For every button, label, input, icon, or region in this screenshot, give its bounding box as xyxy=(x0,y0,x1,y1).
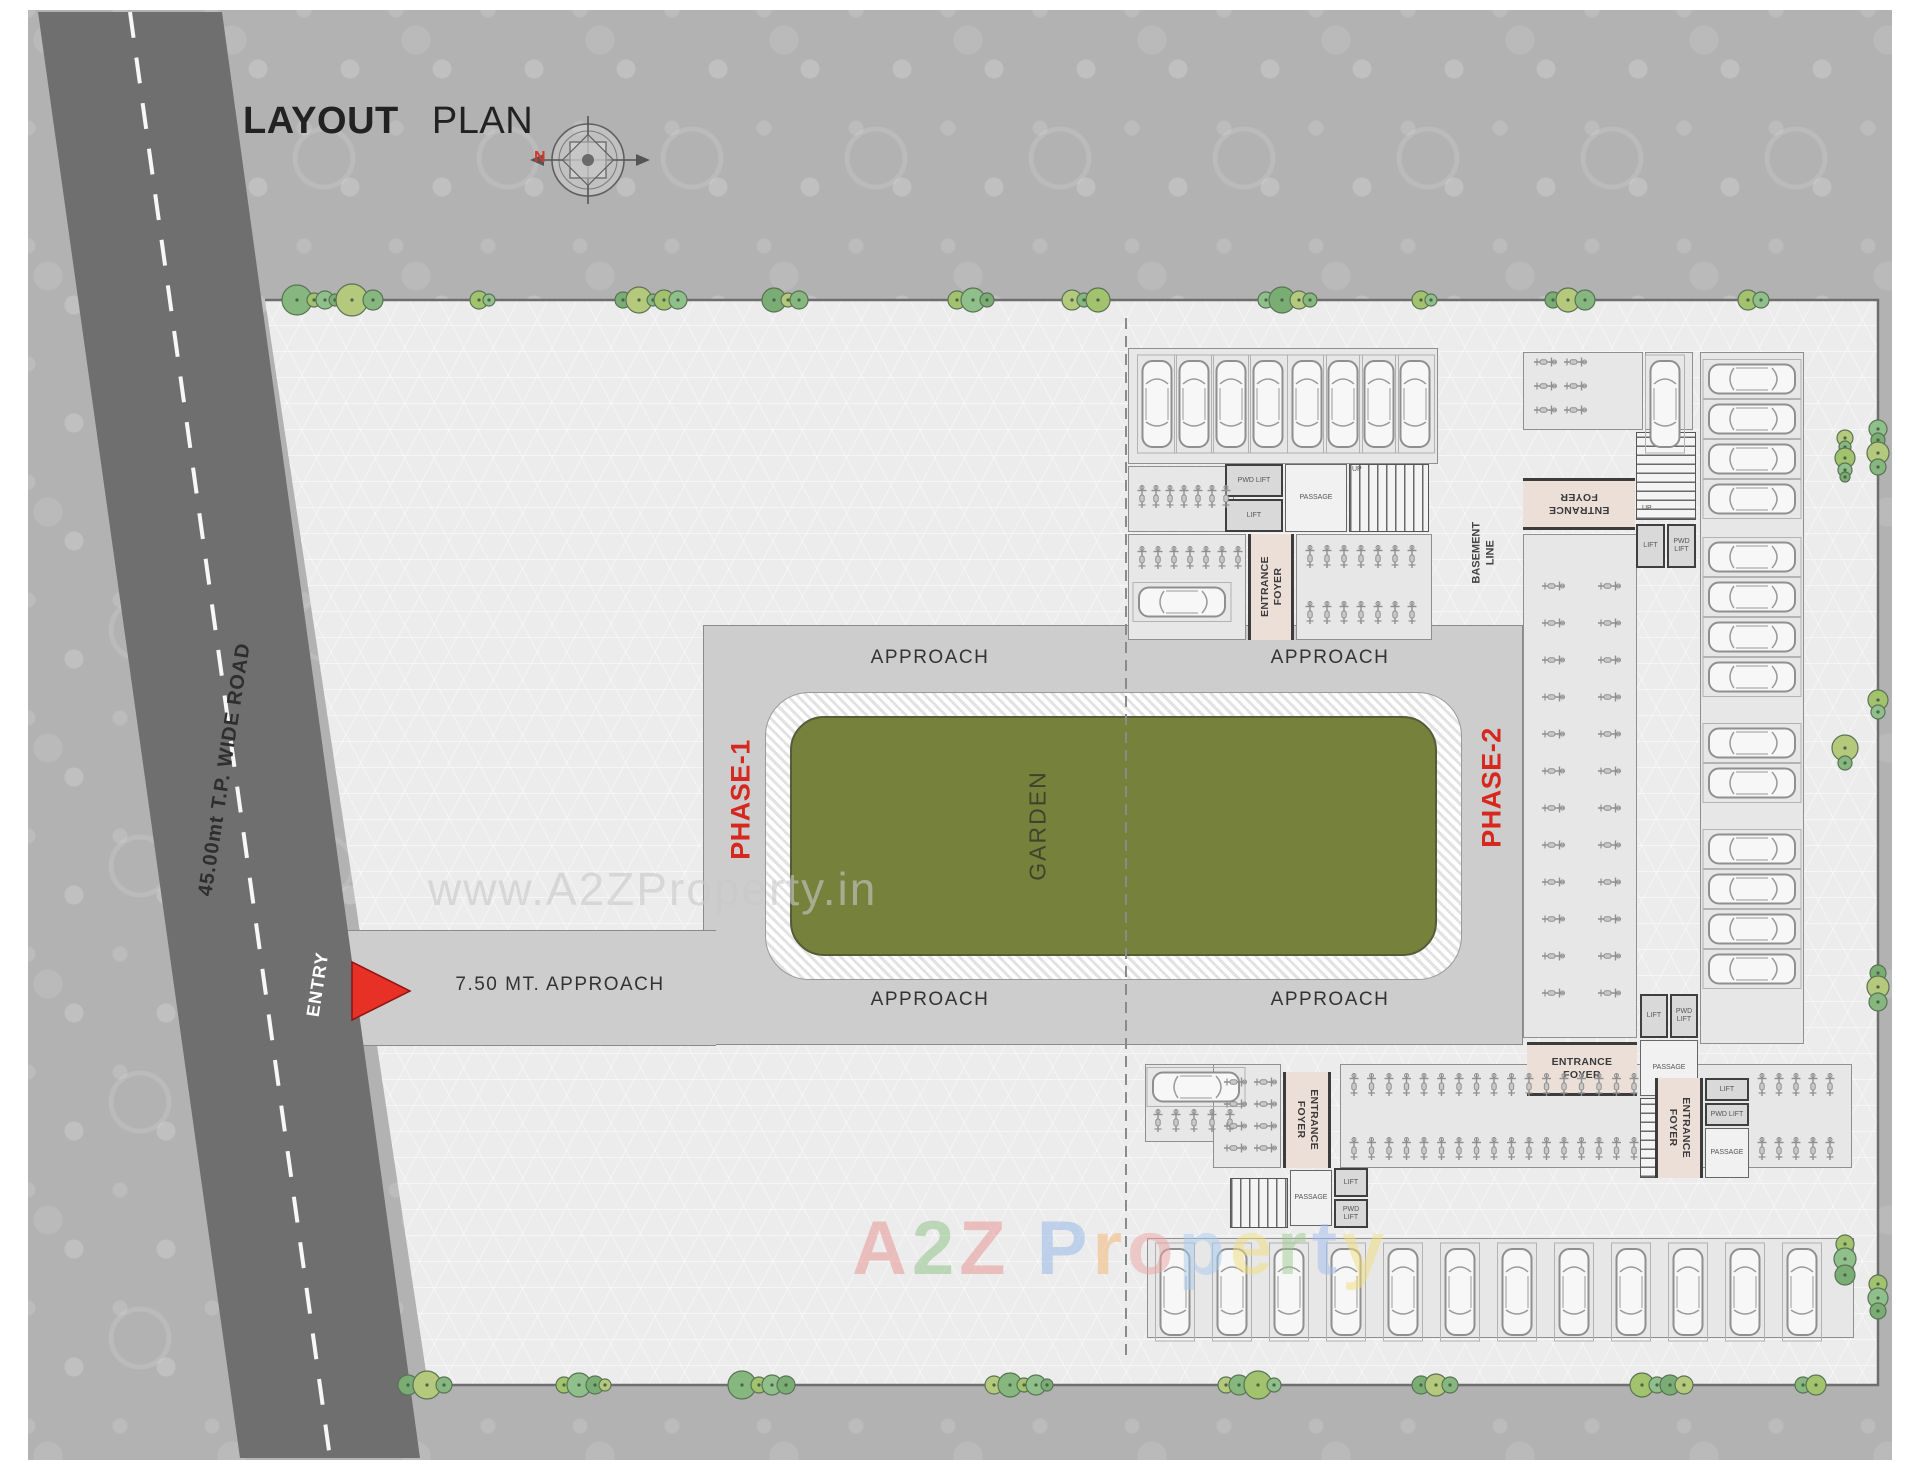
compass-north-label: N xyxy=(534,149,546,166)
entrance-foyer-label: ENTRANCE FOYER xyxy=(1295,1089,1320,1151)
phase1-label: PHASE-1 xyxy=(725,739,756,860)
lift-label: LIFT xyxy=(1343,1178,1359,1186)
approach-label-bottom-right: APPROACH xyxy=(1270,989,1390,1010)
entrance-foyer-label: ENTRANCE FOYER xyxy=(1667,1097,1692,1159)
parking-zone-top xyxy=(1128,348,1438,464)
lift-room: LIFT xyxy=(1640,994,1668,1038)
watermark-brand: A2Z Property xyxy=(852,1205,1389,1292)
bike-zone-top-left xyxy=(1128,466,1234,532)
car-stall-right-top xyxy=(1645,352,1693,430)
watermark-letter: p xyxy=(1178,1206,1230,1291)
watermark-letter: A xyxy=(852,1206,912,1291)
passage-label: PASSAGE xyxy=(1652,1064,1686,1072)
basement-line-label: BASEMENT LINE xyxy=(1470,521,1496,584)
lift-label: LIFT xyxy=(1719,1085,1735,1093)
lift-label: LIFT xyxy=(1646,1012,1662,1020)
approach-label-top-left: APPROACH xyxy=(870,647,990,668)
page-title-regular: PLAN xyxy=(431,100,534,142)
watermark-letter: t xyxy=(1311,1206,1343,1291)
phase2-label: PHASE-2 xyxy=(1476,727,1507,848)
passage-room: PASSAGE xyxy=(1285,464,1347,532)
lift-label: LIFT xyxy=(1246,511,1262,519)
bike-zone-right-top xyxy=(1523,352,1643,430)
watermark-letter: Z xyxy=(959,1206,1011,1291)
entrance-foyer-block-b: ENTRANCE FOYER xyxy=(1523,478,1635,530)
pwd-lift-label: PWD LIFT xyxy=(1237,476,1271,484)
pwd-lift-label: PWD LIFT xyxy=(1710,1110,1744,1118)
staircase xyxy=(1349,464,1429,532)
passage-label: PASSAGE xyxy=(1299,494,1333,502)
watermark-center: www.A2ZProperty.in xyxy=(428,863,878,915)
watermark-letter: r xyxy=(1277,1206,1312,1291)
bike-hall-right xyxy=(1523,534,1637,1038)
pwd-lift-label: PWD LIFT xyxy=(1675,1008,1693,1023)
entrance-foyer-label: ENTRANCE FOYER xyxy=(1258,556,1284,618)
pwd-lift-room: PWD LIFT xyxy=(1225,464,1283,497)
watermark-letter: y xyxy=(1342,1206,1390,1291)
bike-cluster-bottom xyxy=(1213,1064,1281,1168)
bike-zone-mid-left xyxy=(1128,534,1246,640)
entrance-foyer-label: ENTRANCE FOYER xyxy=(1548,492,1610,517)
entrance-foyer-label: ENTRANCE FOYER xyxy=(1551,1056,1613,1081)
pwd-lift-label: PWD LIFT xyxy=(1673,538,1690,553)
watermark-letter: e xyxy=(1229,1206,1278,1291)
up-label: UP xyxy=(1642,505,1652,512)
page-title-bold: LAYOUT xyxy=(243,100,399,142)
garden-area xyxy=(790,716,1437,956)
watermark-letter xyxy=(1011,1206,1037,1291)
watermark-letter: o xyxy=(1127,1206,1179,1291)
pwd-lift-room: PWD LIFT xyxy=(1670,994,1698,1038)
entry-approach-label: 7.50 MT. APPROACH xyxy=(455,974,665,995)
passage-room: PASSAGE xyxy=(1705,1128,1749,1178)
page-title: LAYOUT PLAN xyxy=(243,100,533,143)
lift-room: LIFT xyxy=(1225,499,1283,532)
entrance-foyer-block-e: ENTRANCE FOYER xyxy=(1655,1078,1703,1178)
approach-label-bottom-left: APPROACH xyxy=(870,989,990,1010)
bike-zone-mid-right xyxy=(1296,534,1432,640)
car-parking-column-right xyxy=(1700,352,1804,1044)
lift-label: LIFT xyxy=(1643,542,1658,550)
pwd-lift-room: PWD LIFT xyxy=(1705,1103,1749,1126)
entrance-foyer-block-d: ENTRANCE FOYER xyxy=(1283,1072,1331,1168)
passage-label: PASSAGE xyxy=(1294,1194,1328,1202)
watermark-letter: P xyxy=(1036,1206,1093,1291)
passage-label: PASSAGE xyxy=(1710,1149,1744,1157)
watermark-letter: r xyxy=(1092,1206,1128,1291)
entrance-foyer-block-a: ENTRANCE FOYER xyxy=(1248,534,1294,640)
pwd-lift-room: PWD LIFT xyxy=(1667,524,1696,568)
approach-label-top-right: APPROACH xyxy=(1270,647,1390,668)
up-label: UP xyxy=(1352,466,1362,473)
lift-room: LIFT xyxy=(1636,524,1665,568)
watermark-letter: 2 xyxy=(911,1206,960,1291)
entrance-foyer-block-c: ENTRANCE FOYER xyxy=(1527,1042,1637,1096)
lift-room: LIFT xyxy=(1334,1168,1368,1197)
lift-room: LIFT xyxy=(1705,1078,1749,1101)
